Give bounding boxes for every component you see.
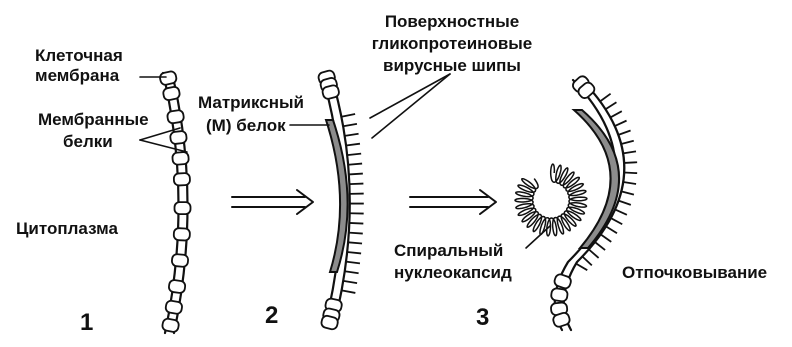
membrane-protein <box>174 173 191 186</box>
glycoprotein-spike <box>615 121 627 126</box>
nucleocapsid-coil <box>515 164 587 236</box>
glycoprotein-spike <box>624 162 637 163</box>
glycoprotein-spike <box>615 209 627 214</box>
glycoprotein-spike <box>621 141 634 144</box>
glycoprotein-spike <box>348 242 362 243</box>
glycoprotein-spike <box>346 262 360 264</box>
stage-3-budding-membrane <box>515 74 637 330</box>
glycoprotein-spike <box>606 226 617 233</box>
membrane-proteins-stage-3 <box>550 74 596 328</box>
glycoprotein-spike <box>624 173 637 174</box>
glycoprotein-spike <box>349 184 363 185</box>
stage-2-membrane <box>317 69 363 330</box>
glycoprotein-spike <box>623 182 636 184</box>
glycoprotein-spike <box>347 154 361 155</box>
helical-nucleocapsid <box>515 164 587 236</box>
membrane-proteins-stage-1 <box>159 70 190 332</box>
glycoprotein-spikes-label-line-1: Поверхностные <box>385 12 519 31</box>
glycoprotein-spike <box>346 144 360 146</box>
glycoprotein-spike <box>610 111 621 117</box>
membrane-protein <box>167 110 185 124</box>
glycoprotein-spike <box>349 233 363 234</box>
membrane-proteins-label-line-2: белки <box>63 132 113 151</box>
glycoprotein-spike <box>349 174 363 175</box>
membrane-protein <box>551 288 569 302</box>
cytoplasm-label: Цитоплазма <box>16 219 118 238</box>
cell-membrane-label-line-1: Клеточная <box>35 46 123 65</box>
glycoprotein-spike <box>600 94 611 102</box>
nucleocapsid-label-line-1: Спиральный <box>394 241 503 260</box>
glycoprotein-spike <box>618 130 630 134</box>
glycoprotein-spike <box>601 234 612 242</box>
glycoprotein-spike <box>347 252 361 253</box>
glycoprotein-spike <box>343 124 357 126</box>
glycoprotein-spikes-label-line-2: гликопротеиновые <box>372 34 533 53</box>
glycoprotein-spike <box>343 281 357 283</box>
membrane-protein <box>171 254 188 267</box>
membrane-proteins-label-line-1: Мембранные <box>38 110 149 129</box>
glycoprotein-spike <box>621 191 634 194</box>
matrix-protein-layer <box>326 120 348 272</box>
membrane-protein <box>168 279 185 293</box>
glycoprotein-spike <box>606 102 617 109</box>
glycoprotein-spike <box>595 242 605 250</box>
glycoprotein-spike <box>611 218 622 224</box>
glycoprotein-spikes-label-line-3: вирусные шипы <box>383 56 521 75</box>
glycoprotein-spike <box>345 134 359 136</box>
membrane-protein <box>170 131 187 145</box>
nucleocapsid-label-line-2: нуклеокапсид <box>394 263 512 282</box>
membrane-protein <box>165 300 183 314</box>
glycoprotein-spike <box>576 264 587 271</box>
stage-number-2: 2 <box>265 302 278 329</box>
glycoprotein-spike <box>619 201 631 205</box>
glycoprotein-spike <box>582 256 591 265</box>
cell-membrane-label-line-2: мембрана <box>35 66 120 85</box>
glycoprotein-spike <box>342 290 356 293</box>
budding-label: Отпочковывание <box>622 263 767 282</box>
glycoprotein-spike <box>348 164 362 165</box>
membrane-protein <box>162 318 180 333</box>
glycoprotein-spike <box>341 114 355 117</box>
glycoprotein-spike <box>349 223 363 224</box>
glycoprotein-spike <box>589 249 599 258</box>
matrix-protein-label-line-1: Матриксный <box>198 93 304 112</box>
membrane-protein <box>172 152 189 165</box>
glycoprotein-spike <box>345 271 359 273</box>
membrane-protein <box>162 86 180 101</box>
arrow-1-to-2 <box>232 190 313 214</box>
glycoprotein-spike <box>623 151 636 153</box>
stage-number-1: 1 <box>80 309 93 336</box>
matrix-protein-label-line-2: (М) белок <box>206 116 286 135</box>
membrane-protein <box>174 202 190 214</box>
membrane-protein <box>174 228 191 241</box>
stage-1-membrane <box>159 70 190 333</box>
arrow-2-to-3 <box>410 190 496 214</box>
stage-number-3: 3 <box>476 304 489 331</box>
matrix-protein-layer-stage-3 <box>574 110 619 248</box>
